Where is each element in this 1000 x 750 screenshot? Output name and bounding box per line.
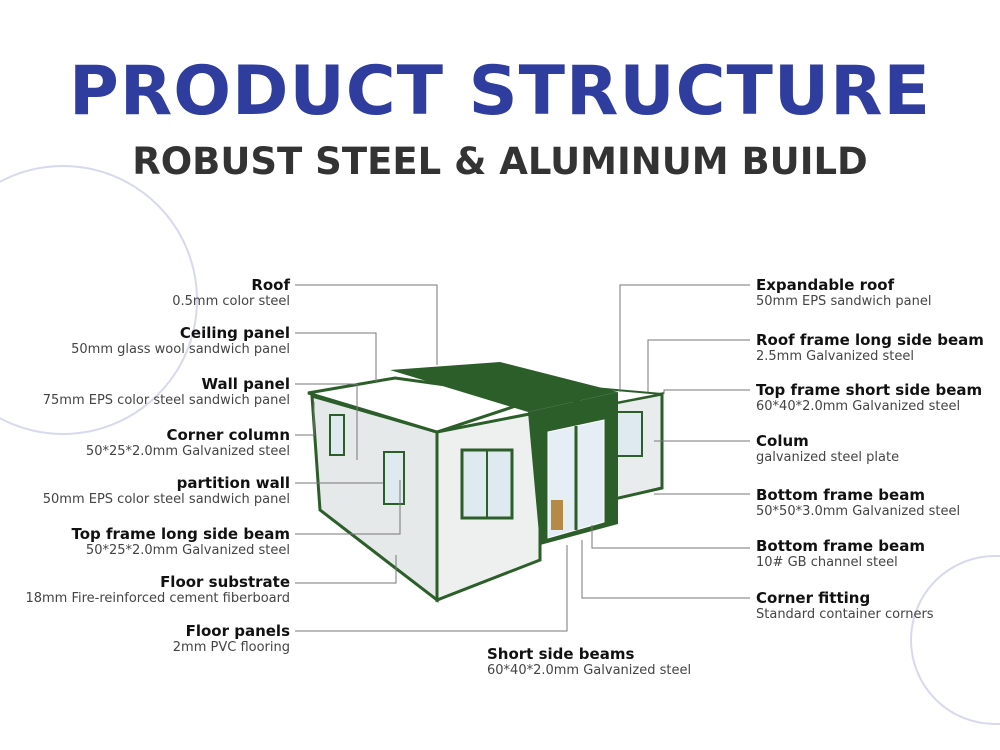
- decorative-circle-right: [910, 555, 1000, 725]
- label-floor-substrate: Floor substrate 18mm Fire-reinforced cem…: [0, 573, 290, 607]
- label-name: Roof: [251, 276, 290, 294]
- core-roof: [390, 362, 618, 412]
- leader-corner-column: [295, 402, 315, 436]
- leader-top-frame-short-side-beam: [663, 389, 750, 394]
- label-roof: Roof 0.5mm color steel: [0, 276, 290, 310]
- label-name: Corner fitting: [756, 589, 871, 607]
- leader-floor-substrate: [295, 555, 397, 584]
- label-desc: 0.5mm color steel: [172, 294, 290, 309]
- label-name: Wall panel: [201, 375, 291, 393]
- label-desc: 50mm EPS sandwich panel: [756, 294, 932, 309]
- label-name: Floor substrate: [160, 573, 290, 591]
- leader-corner-fitting: [581, 540, 750, 599]
- label-name: Colum: [756, 432, 809, 450]
- label-name: Short side beams: [487, 645, 635, 663]
- leader-bottom-frame-beam-2: [591, 525, 750, 549]
- label-name: Corner column: [166, 426, 290, 444]
- label-floor-panels: Floor panels 2mm PVC flooring: [0, 622, 290, 656]
- leader-roof: [295, 284, 438, 365]
- label-desc: 2mm PVC flooring: [172, 640, 290, 655]
- label-desc: 2.5mm Galvanized steel: [756, 349, 914, 364]
- label-name: Bottom frame beam: [756, 537, 925, 555]
- left-wing-window-2: [383, 451, 405, 505]
- label-desc: 18mm Fire-reinforced cement fiberboard: [25, 591, 290, 606]
- right-wing-window: [615, 411, 643, 457]
- label-name: Roof frame long side beam: [756, 331, 984, 349]
- page-title: PRODUCT STRUCTURE: [69, 52, 931, 131]
- label-desc: galvanized steel plate: [756, 450, 900, 465]
- label-desc: 10# GB channel steel: [756, 555, 898, 570]
- label-name: Top frame long side beam: [71, 525, 290, 543]
- leader-wall-panel: [295, 383, 358, 460]
- label-corner-column: Corner column 50*25*2.0mm Galvanized ste…: [0, 426, 290, 460]
- label-name: partition wall: [176, 474, 290, 492]
- leader-ceiling-panel: [295, 332, 377, 382]
- label-wall-panel: Wall panel 75mm EPS color steel sandwich…: [0, 375, 290, 409]
- label-desc: 50*25*2.0mm Galvanized steel: [85, 444, 290, 459]
- label-name: Top frame short side beam: [756, 381, 983, 399]
- container-house-illustration: [307, 362, 664, 604]
- label-colum: Colum galvanized steel plate: [756, 432, 996, 466]
- label-name: Ceiling panel: [179, 324, 290, 342]
- label-desc: 50*25*2.0mm Galvanized steel: [85, 543, 290, 558]
- label-desc: 60*40*2.0mm Galvanized steel: [487, 663, 692, 678]
- leader-roof-frame-long-side-beam: [647, 339, 750, 392]
- label-name: Floor panels: [185, 622, 290, 640]
- label-ceiling-panel: Ceiling panel 50mm glass wool sandwich p…: [0, 324, 290, 358]
- wooden-chair: [551, 500, 563, 530]
- label-top-frame-short-side-beam: Top frame short side beam 60*40*2.0mm Ga…: [756, 381, 996, 415]
- label-name: Bottom frame beam: [756, 486, 925, 504]
- label-desc: 75mm EPS color steel sandwich panel: [42, 393, 290, 408]
- label-bottom-frame-beam-1: Bottom frame beam 50*50*3.0mm Galvanized…: [756, 486, 996, 520]
- leader-top-frame-long-side-beam: [295, 480, 401, 535]
- label-desc: 50mm glass wool sandwich panel: [71, 342, 290, 357]
- leader-floor-panels: [295, 545, 568, 632]
- leader-expandable-roof: [619, 284, 750, 392]
- label-expandable-roof: Expandable roof 50mm EPS sandwich panel: [756, 276, 996, 310]
- label-short-side-beams: Short side beams 60*40*2.0mm Galvanized …: [487, 645, 727, 679]
- label-top-frame-long-side-beam: Top frame long side beam 50*25*2.0mm Gal…: [0, 525, 290, 559]
- decorative-circle-left: [0, 165, 198, 435]
- leader-lines: [295, 284, 750, 632]
- label-desc: 60*40*2.0mm Galvanized steel: [756, 399, 961, 414]
- label-desc: 50mm EPS color steel sandwich panel: [42, 492, 290, 507]
- left-wing-window-1: [329, 414, 345, 456]
- label-roof-frame-long-side-beam: Roof frame long side beam 2.5mm Galvaniz…: [756, 331, 996, 365]
- page-subtitle: ROBUST STEEL & ALUMINUM BUILD: [132, 140, 868, 183]
- label-corner-fitting: Corner fitting Standard container corner…: [756, 589, 996, 623]
- label-desc: 50*50*3.0mm Galvanized steel: [756, 504, 961, 519]
- label-name: Expandable roof: [756, 276, 895, 294]
- label-partition-wall: partition wall 50mm EPS color steel sand…: [0, 474, 290, 508]
- label-bottom-frame-beam-2: Bottom frame beam 10# GB channel steel: [756, 537, 996, 571]
- label-desc: Standard container corners: [756, 607, 934, 622]
